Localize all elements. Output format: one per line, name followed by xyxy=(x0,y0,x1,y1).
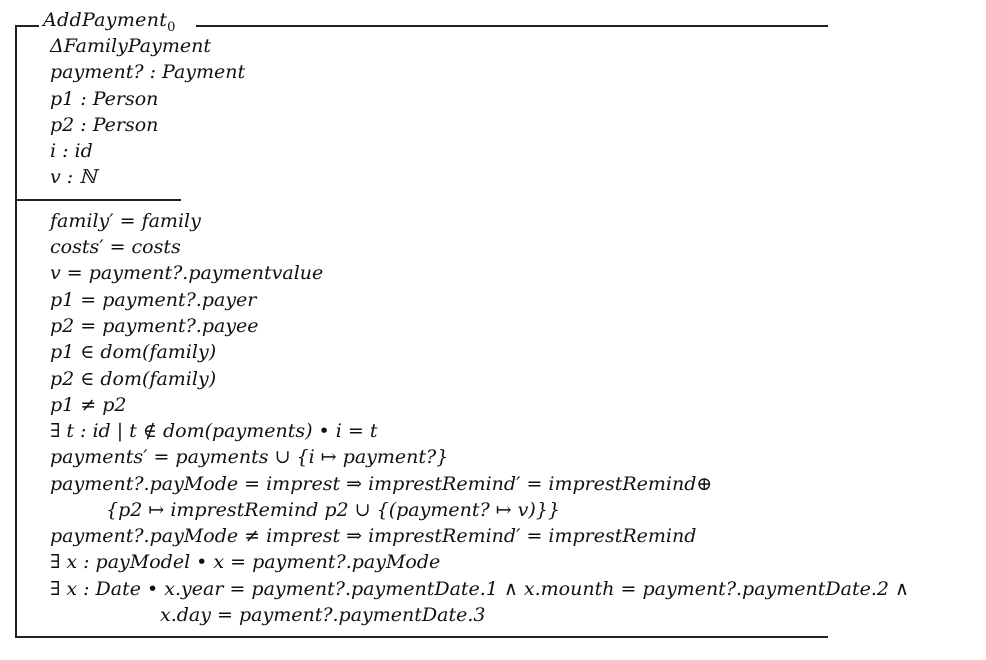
predicate-line: p1 ≠ p2 xyxy=(50,394,127,416)
predicate-line: ∃ t : id | t ∉ dom(payments) • i = t xyxy=(50,420,378,442)
declaration-line: v : ℕ xyxy=(50,166,97,188)
declaration-line: ΔFamilyPayment xyxy=(50,35,211,57)
predicate-line: ∃ x : payModel • x = payment?.payMode xyxy=(50,551,441,573)
predicate-continuation-line: {p2 ↦ imprestRemind p2 ∪ {(payment? ↦ v)… xyxy=(106,499,561,521)
declaration-line: payment? : Payment xyxy=(50,61,246,83)
schema-top-right-rule xyxy=(196,25,828,27)
predicate-line: payments′ = payments ∪ {i ↦ payment?} xyxy=(50,446,449,468)
predicate-line: costs′ = costs xyxy=(50,236,181,258)
predicate-line: payment?.payMode = imprest ⇒ imprestRemi… xyxy=(50,473,713,495)
predicate-line: p1 = payment?.payer xyxy=(50,289,257,311)
predicate-line: family′ = family xyxy=(50,210,201,232)
schema-left-rule xyxy=(15,25,17,637)
predicate-line: p2 ∈ dom(family) xyxy=(50,368,217,390)
predicate-line: payment?.payMode ≠ imprest ⇒ imprestRemi… xyxy=(50,525,697,547)
schema-title-text: AddPayment xyxy=(43,9,168,31)
declaration-line: p1 : Person xyxy=(50,88,159,110)
schema-title: AddPayment0 xyxy=(43,9,176,35)
predicate-line: v = payment?.paymentvalue xyxy=(50,262,324,284)
predicate-line: ∃ x : Date • x.year = payment?.paymentDa… xyxy=(50,578,909,600)
schema-title-subscript: 0 xyxy=(167,19,176,35)
schema-bottom-rule xyxy=(15,636,828,638)
declaration-line: p2 : Person xyxy=(50,114,159,136)
schema-top-left-rule xyxy=(15,25,39,27)
declaration-line: i : id xyxy=(50,140,93,162)
predicate-line: p1 ∈ dom(family) xyxy=(50,341,217,363)
predicate-continuation-line: x.day = payment?.paymentDate.3 xyxy=(160,604,486,626)
schema-divider-rule xyxy=(15,199,181,201)
predicate-line: p2 = payment?.payee xyxy=(50,315,259,337)
